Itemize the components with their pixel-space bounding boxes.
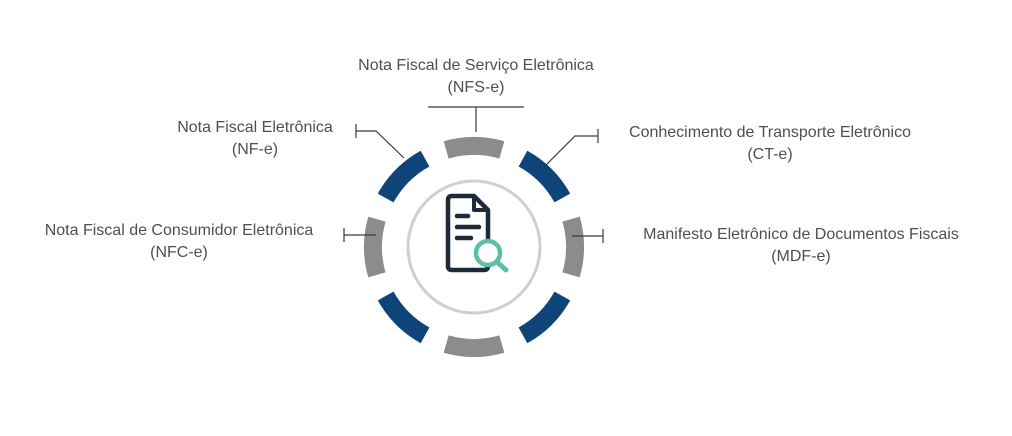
label-mdfe-abbr: (MDF-e)	[771, 248, 831, 265]
connectors	[343, 106, 604, 243]
ring-segment-3	[562, 216, 584, 278]
label-nfse-abbr: (NFS-e)	[447, 79, 505, 96]
document-search-icon	[445, 193, 509, 273]
inner-circle	[406, 179, 542, 315]
label-mdfe-title: Manifesto Eletrônico de Documentos Fisca…	[643, 226, 959, 243]
label-nfce: Nota Fiscal de Consumidor Eletrônica (NF…	[14, 220, 344, 264]
connector-nfse	[428, 106, 524, 132]
ring-segment-1	[443, 137, 505, 159]
label-nfse-title: Nota Fiscal de Serviço Eletrônica	[358, 57, 594, 74]
label-mdfe: Manifesto Eletrônico de Documentos Fisca…	[606, 224, 996, 268]
connector-nfce	[343, 228, 376, 242]
label-cte-title: Conhecimento de Transporte Eletrônico	[629, 124, 911, 141]
connector-cte	[544, 129, 599, 167]
label-nfe: Nota Fiscal Eletrônica (NF-e)	[150, 117, 360, 161]
ring-segment-5	[443, 335, 505, 357]
ring-segment-2	[518, 150, 571, 203]
label-nfe-abbr: (NF-e)	[231, 141, 279, 158]
label-nfce-title: Nota Fiscal de Consumidor Eletrônica	[44, 222, 314, 239]
connector-nfe	[355, 124, 405, 159]
label-cte: Conhecimento de Transporte Eletrônico (C…	[600, 122, 940, 166]
label-nfe-title: Nota Fiscal Eletrônica	[177, 119, 333, 136]
label-nfse: Nota Fiscal de Serviço Eletrônica (NFS-e…	[306, 55, 646, 99]
connector-mdfe	[572, 229, 604, 243]
ring-segment-7	[363, 216, 386, 278]
segmented-ring	[363, 137, 584, 357]
ring-segment-6	[377, 291, 430, 344]
ring-segment-4	[518, 291, 571, 344]
ring-segment-8	[377, 150, 430, 203]
label-nfce-abbr: (NFC-e)	[150, 244, 208, 261]
label-cte-abbr: (CT-e)	[747, 146, 793, 163]
